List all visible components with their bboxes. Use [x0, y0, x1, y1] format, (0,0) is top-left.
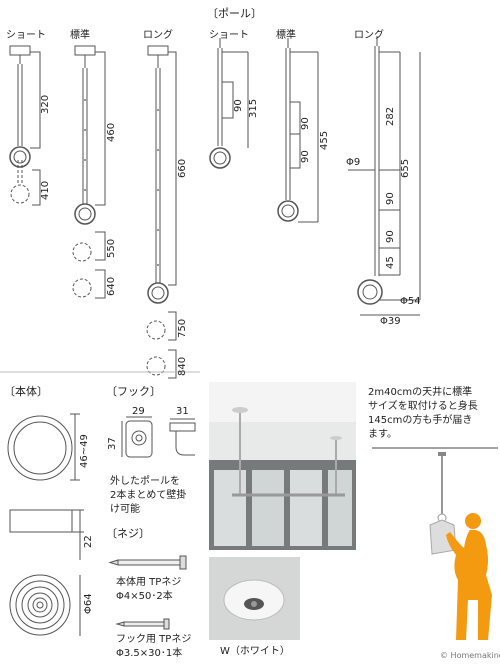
pole-detail-label-short: ショート [209, 30, 249, 41]
dim-detail-long-phi-outer: Φ54 [400, 296, 421, 307]
section-hook-title: 〔フック〕 [106, 385, 161, 398]
dim-detail-short-pitch: 90 [233, 99, 244, 112]
screw-body-name: 本体用 TPネジ [116, 577, 182, 588]
dim-standard-length: 460 [106, 122, 117, 142]
photo-note-text: 2m40cmの天井に標準 サイズを取付けると身長 145cmの方も手が届き ます… [368, 387, 478, 440]
pole-label-standard: 標準 [70, 30, 90, 41]
screw-hook-drawing [115, 618, 170, 630]
hook-side-drawing [169, 418, 196, 456]
watermark-text: Homemaking [450, 651, 500, 660]
dim-hook-front-width: 29 [132, 406, 145, 417]
dim-detail-long-bottom: 45 [385, 256, 396, 269]
hook-note-text: 外したポールを 2本まとめて壁掛 け可能 [110, 476, 187, 515]
dim-long-length: 660 [177, 158, 188, 178]
body-bottom-drawing [9, 574, 81, 636]
product-photo [209, 557, 300, 640]
dim-hook-side-width: 31 [176, 406, 189, 417]
dim-long-ext1: 750 [177, 318, 188, 338]
dim-long-ext2: 840 [177, 356, 188, 376]
pole-label-short: ショート [6, 30, 46, 41]
section-screw-title: 〔ネジ〕 [106, 527, 150, 540]
hook-front-drawing [121, 416, 153, 458]
body-side-drawing [9, 509, 84, 560]
photo-note: 2m40cmの天井に標準 サイズを取付けると身長 145cmの方も手が届き ます… [368, 386, 500, 442]
screw-hook-name: フック用 TPネジ [116, 634, 192, 645]
copyright-icon: © [440, 651, 448, 660]
dim-standard-ext1: 550 [106, 238, 117, 258]
section-pole-title: 〔ポール〕 [207, 7, 262, 20]
pole-standard-drawing [72, 45, 106, 299]
person-figure [372, 447, 498, 640]
dim-detail-long-top: 282 [385, 106, 396, 126]
dim-detail-long-pitch2: 90 [385, 230, 396, 243]
dim-body-thickness: 22 [83, 535, 94, 548]
dim-detail-long-total: 655 [400, 158, 411, 178]
dim-short-extended: 410 [40, 180, 51, 200]
screw-hook-spec: Φ3.5×30･1本 [116, 648, 183, 659]
pole-detail-standard-drawing [277, 38, 319, 223]
dim-detail-long-phi-inner: Φ39 [380, 316, 401, 327]
pole-detail-short-drawing [209, 38, 249, 169]
section-body-title: 〔本体〕 [4, 385, 48, 398]
body-top-drawing [7, 413, 80, 481]
dim-body-diameter: Φ64 [83, 593, 94, 614]
screw-body-drawing [108, 555, 187, 570]
pole-long-drawing [146, 45, 177, 379]
pole-detail-long-drawing [348, 36, 421, 316]
dim-standard-ext2: 640 [106, 276, 117, 296]
watermark: © Homemaking [440, 650, 500, 662]
room-photo [209, 382, 356, 550]
dim-short-length: 320 [40, 94, 51, 114]
pole-detail-label-standard: 標準 [276, 30, 296, 41]
dim-detail-standard-total: 455 [319, 130, 330, 150]
pole-label-long: ロング [143, 30, 173, 41]
dim-hook-height: 37 [107, 437, 118, 450]
screw-body-spec: Φ4×50･2本 [116, 591, 173, 602]
color-label: W（ホワイト） [220, 646, 290, 657]
dim-body-height: 46~49 [79, 434, 90, 468]
dim-detail-standard-pitch2: 90 [300, 150, 311, 163]
dim-detail-standard-pitch1: 90 [300, 117, 311, 130]
dim-detail-long-phi-pole: Φ9 [346, 157, 361, 168]
pole-short-drawing [9, 45, 41, 206]
dim-detail-long-pitch1: 90 [385, 192, 396, 205]
hook-note: 外したポールを 2本まとめて壁掛 け可能 [110, 475, 210, 517]
pole-detail-label-long: ロング [354, 30, 384, 41]
dim-detail-short-total: 315 [248, 98, 259, 118]
